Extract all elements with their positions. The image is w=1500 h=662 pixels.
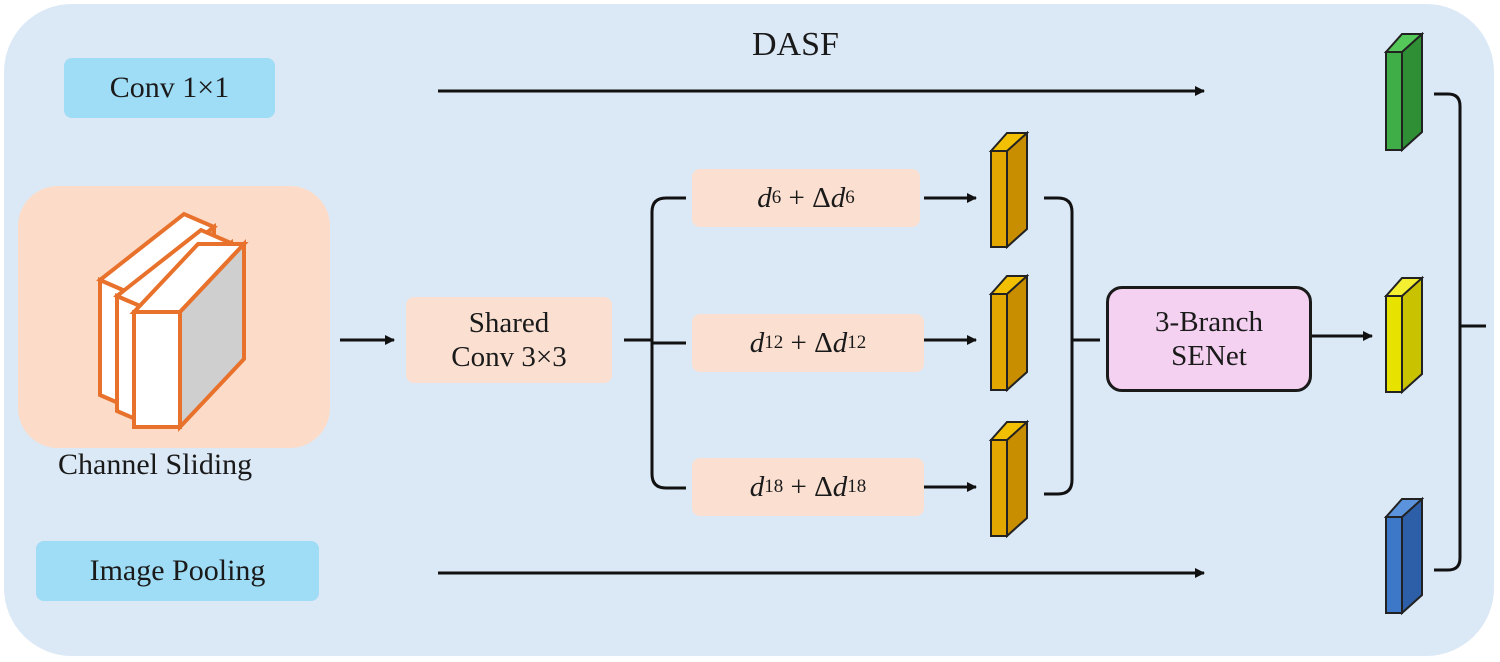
merge-bracket bbox=[1044, 196, 1100, 496]
feature-map-pooling bbox=[1383, 496, 1425, 616]
senet-line-2: SENet bbox=[1171, 340, 1247, 372]
branch-12-d: d bbox=[749, 326, 765, 359]
branch-18-plus: + bbox=[790, 470, 807, 503]
image-pooling-block: Image Pooling bbox=[36, 541, 319, 601]
shared-conv-line-2: Conv 3×3 bbox=[451, 341, 567, 373]
feature-map-branch-12 bbox=[988, 273, 1030, 393]
branch-18-delta: Δ bbox=[814, 470, 833, 503]
diagram-title: DASF bbox=[752, 26, 839, 63]
shared-conv-line-1: Shared bbox=[468, 307, 550, 339]
branch-12-delta-d: d bbox=[832, 326, 848, 359]
branch-18-delta-d: d bbox=[832, 470, 848, 503]
split-bracket bbox=[624, 196, 686, 490]
feature-map-branch-6 bbox=[988, 130, 1030, 250]
branch-6-d: d bbox=[757, 181, 772, 214]
channel-sliding-icon bbox=[96, 211, 249, 433]
concat-bracket bbox=[1434, 92, 1486, 572]
branch-6-plus: + bbox=[788, 181, 805, 214]
branch-18-d: d bbox=[749, 470, 765, 503]
branch-12-delta: Δ bbox=[814, 326, 833, 359]
channel-sliding-label: Channel Sliding bbox=[58, 448, 253, 481]
conv1x1-block: Conv 1×1 bbox=[64, 58, 275, 118]
feature-map-senet bbox=[1383, 275, 1425, 395]
branch-6-delta: Δ bbox=[812, 181, 831, 214]
shared-conv-block: Shared Conv 3×3 bbox=[406, 297, 612, 383]
senet-line-1: 3-Branch bbox=[1155, 306, 1263, 338]
senet-block: 3-Branch SENet bbox=[1106, 286, 1312, 392]
feature-map-conv1x1 bbox=[1383, 31, 1425, 153]
branch-6-delta-d: d bbox=[830, 181, 846, 214]
feature-map-branch-18 bbox=[988, 419, 1030, 539]
branch-12-plus: + bbox=[790, 326, 807, 359]
